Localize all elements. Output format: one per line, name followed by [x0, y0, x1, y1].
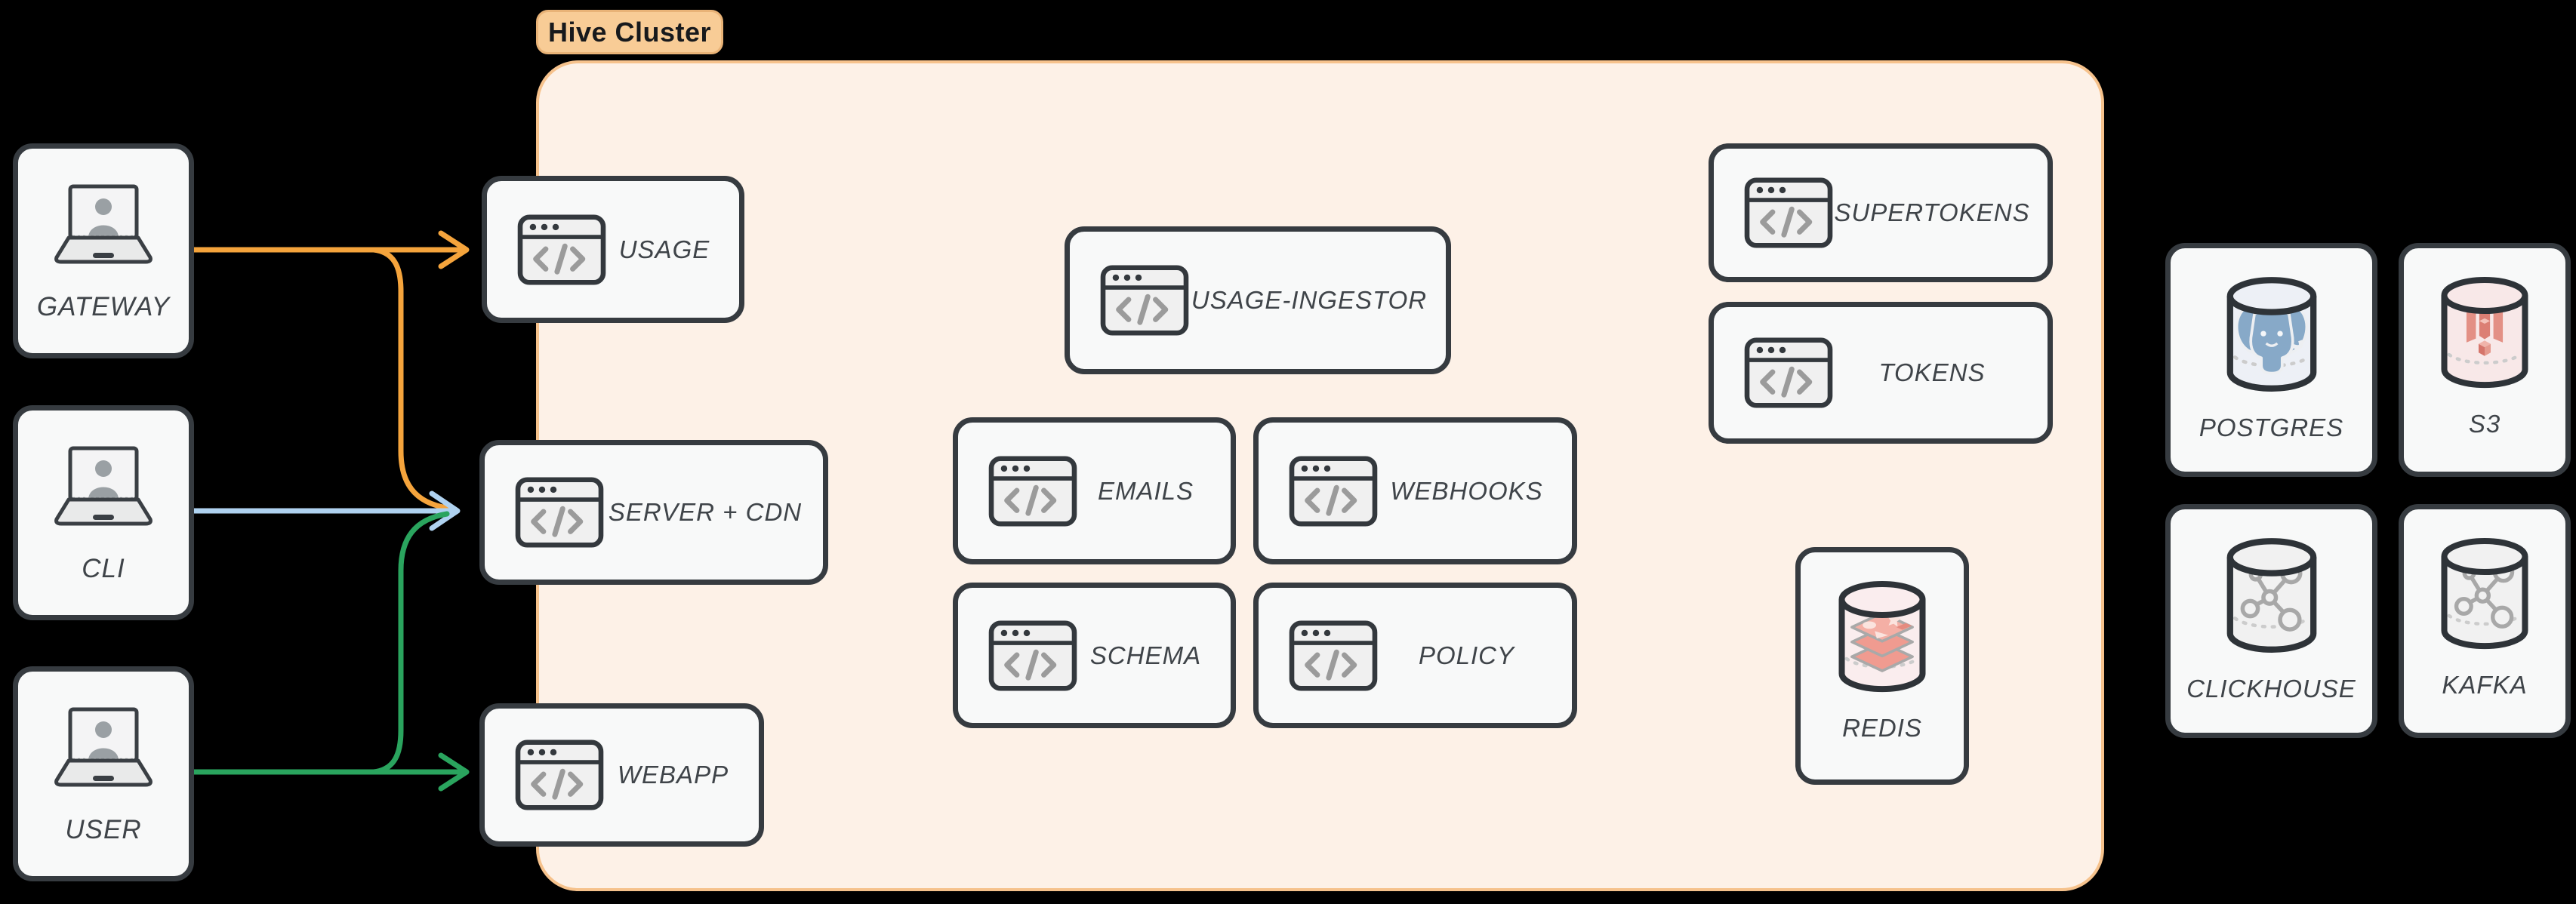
datastore-label-clickhouse: CLICKHOUSE: [2186, 675, 2356, 703]
datastore-node-s3: S3: [2399, 243, 2571, 477]
service-label-supertokens: SUPERTOKENS: [1834, 198, 2030, 226]
code-window-icon: [1100, 265, 1189, 336]
datastore-node-postgres: POSTGRES: [2165, 243, 2377, 477]
datastore-label-kafka: KAFKA: [2442, 671, 2528, 699]
service-label-policy: POLICY: [1418, 641, 1515, 669]
datastore-node-redis: REDIS: [1795, 547, 1969, 785]
datastore-label-redis: REDIS: [1842, 714, 1922, 742]
code-window-icon: [517, 214, 606, 285]
client-label-user: USER: [65, 815, 142, 844]
code-window-icon: [1744, 337, 1833, 408]
code-window-icon: [1289, 620, 1378, 691]
client-node-user: USER: [13, 666, 194, 881]
service-node-webapp: WEBAPP: [479, 703, 764, 847]
service-label-schema: SCHEMA: [1089, 641, 1202, 669]
cluster-database-icon: [2434, 535, 2535, 653]
hive-cluster-badge: Hive Cluster: [536, 10, 723, 54]
edge-cli-to-server-cdn-arrowhead: [429, 490, 461, 531]
postgres-database-icon: [2220, 274, 2324, 395]
code-window-icon: [515, 739, 604, 810]
service-node-tokens: TOKENS: [1709, 302, 2053, 444]
datastore-node-clickhouse: CLICKHOUSE: [2165, 504, 2377, 738]
cluster-database-icon: [2220, 535, 2324, 656]
redis-database-icon: [1832, 578, 1933, 696]
code-window-icon: [988, 456, 1077, 527]
code-window-icon: [988, 620, 1077, 691]
client-label-cli: CLI: [82, 554, 125, 583]
s3-bucket-database-icon: [2434, 274, 2535, 392]
service-node-usage: USAGE: [482, 176, 744, 323]
code-window-icon: [1744, 177, 1833, 248]
service-label-webhooks: WEBHOOKS: [1390, 476, 1543, 505]
service-label-usage-ingestor: USAGE-INGESTOR: [1191, 286, 1428, 314]
laptop-user-icon: [47, 183, 160, 268]
edge-gateway-to-usage-arrowhead: [438, 230, 470, 269]
service-node-policy: POLICY: [1253, 583, 1577, 728]
code-window-icon: [1289, 456, 1378, 527]
service-node-webhooks: WEBHOOKS: [1253, 417, 1577, 564]
service-label-usage: USAGE: [618, 235, 710, 263]
edge-user-to-server-cdn: [371, 511, 450, 775]
service-node-usage-ingestor: USAGE-INGESTOR: [1065, 226, 1451, 374]
edge-gateway-to-server-cdn: [371, 247, 450, 511]
service-node-emails: EMAILS: [953, 417, 1236, 564]
laptop-user-icon: [47, 706, 160, 791]
service-node-supertokens: SUPERTOKENS: [1709, 143, 2053, 282]
edge-user-to-webapp-arrowhead: [438, 752, 470, 792]
service-node-schema: SCHEMA: [953, 583, 1236, 728]
laptop-user-icon: [47, 445, 160, 530]
client-node-cli: CLI: [13, 405, 194, 620]
datastore-node-kafka: KAFKA: [2399, 504, 2571, 738]
service-label-tokens: TOKENS: [1878, 358, 1986, 386]
code-window-icon: [515, 477, 604, 548]
datastore-label-s3: S3: [2468, 410, 2501, 438]
client-node-gateway: GATEWAY: [13, 143, 194, 358]
service-label-webapp: WEBAPP: [617, 761, 729, 789]
service-label-emails: EMAILS: [1097, 476, 1194, 505]
datastore-label-postgres: POSTGRES: [2199, 414, 2344, 441]
service-label-server-cdn: SERVER + CDN: [608, 498, 803, 526]
service-node-server-cdn: SERVER + CDN: [479, 440, 828, 585]
client-label-gateway: GATEWAY: [36, 292, 171, 321]
